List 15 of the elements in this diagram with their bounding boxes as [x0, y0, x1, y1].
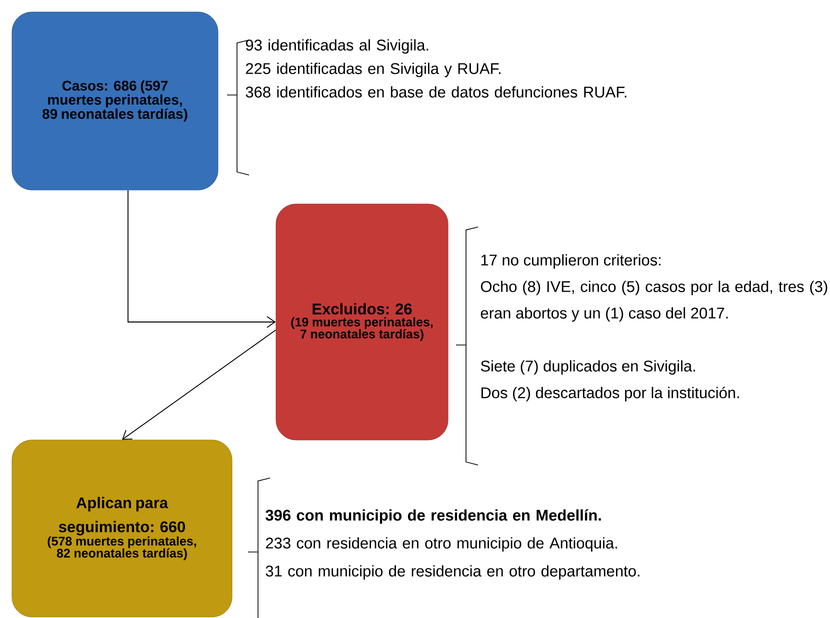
note-text: 225 identificadas en Sivigila y RUAF.	[246, 62, 500, 78]
note-text: Ocho (8) IVE, cinco (5) casos por la edad, tres (3) eran abortos y un (1) caso del 2017.	[480, 280, 828, 322]
note-text: 368 identificados en base de datos defunciones RUAF.	[246, 86, 626, 98]
process-box: Excluidos: 26 (19 muertes perinatales, 7 neonatales tardías)	[276, 204, 448, 440]
note-text: 233 con residencia en otro municipio de Antioquia.	[266, 537, 617, 552]
arrow	[122, 330, 276, 440]
process-box: Aplican para seguimiento: 660 (578 muertes perinatales, 82 neonatales tardías)	[12, 440, 232, 618]
process-box: Casos: 686 (597 muertes perinatales, 89 neonatales tardías)	[12, 12, 218, 190]
note-text: Siete (7) duplicados en Sivigila.	[480, 360, 695, 375]
note-text: 396 con municipio de residencia en Medellín.	[266, 509, 601, 524]
note-text: Dos (2) descartados por la institución.	[481, 386, 739, 402]
arrow	[128, 190, 276, 328]
note-text: 17 no cumplieron criterios:	[481, 254, 661, 269]
note-text: 31 con municipio de residencia en otro departamento.	[266, 565, 640, 580]
note-text: 93 identificadas al Sivigila.	[246, 39, 428, 54]
